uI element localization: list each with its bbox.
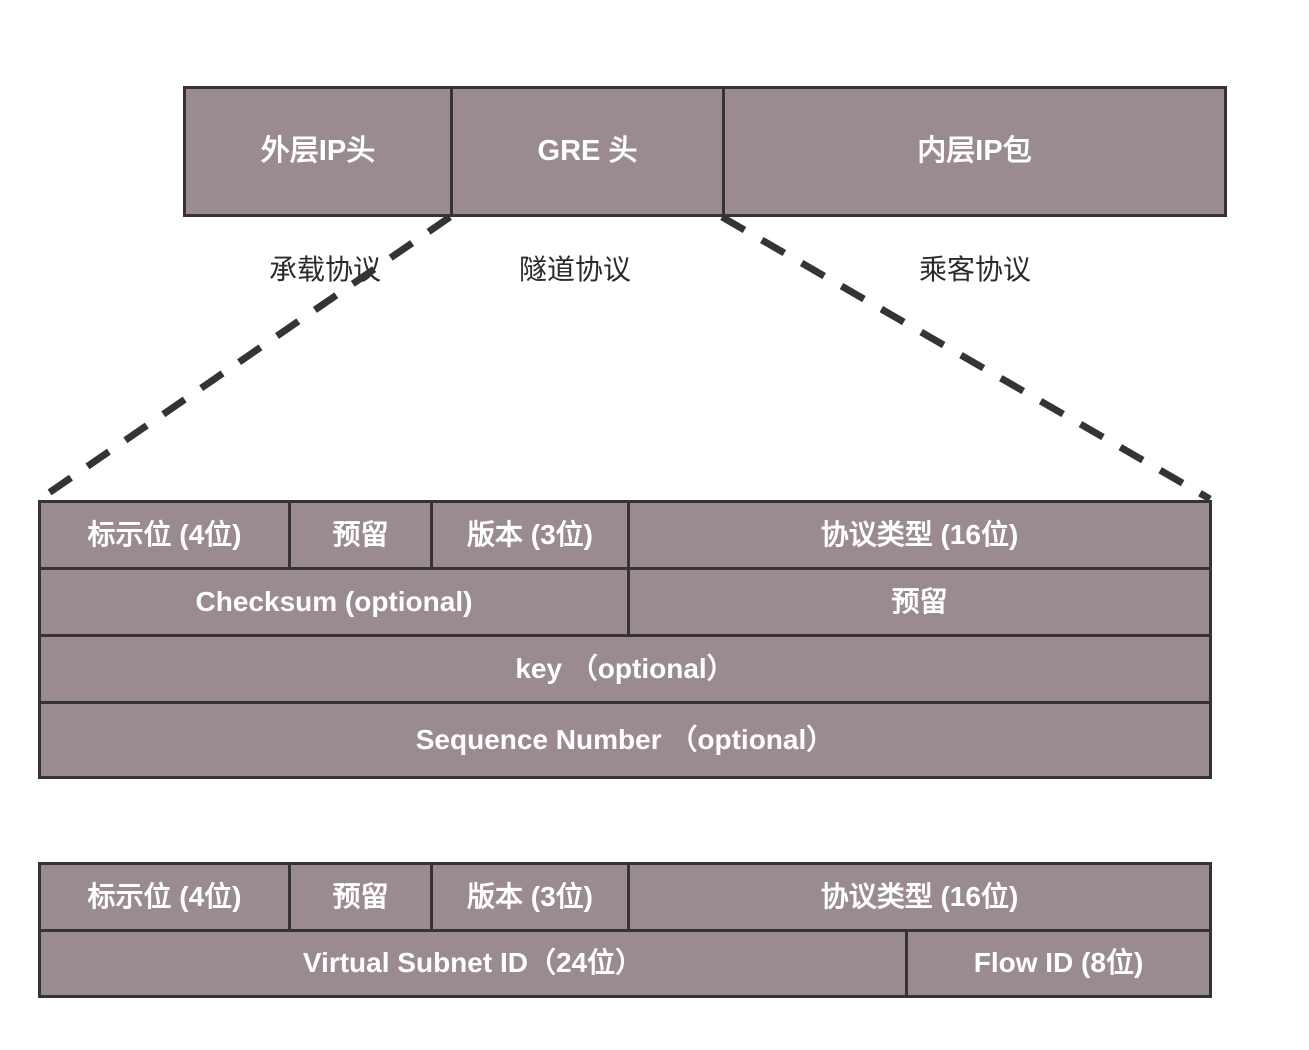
gre-field-checksum: Checksum (optional) xyxy=(38,567,630,637)
nvgre-field-version: 版本 (3位) xyxy=(430,862,630,932)
packet-field-inner-ip-packet: 内层IP包 xyxy=(722,86,1227,217)
encapsulation-bar: 外层IP头 GRE 头 内层IP包 xyxy=(183,86,1227,217)
packet-field-gre-header: GRE 头 xyxy=(450,86,725,217)
gre-field-reserved-1: 预留 xyxy=(627,567,1212,637)
gre-field-protocol-type: 协议类型 (16位) xyxy=(627,500,1212,570)
gre-field-key: key （optional） xyxy=(38,634,1212,704)
caption-tunnel-protocol: 隧道协议 xyxy=(518,254,631,285)
gre-field-sequence-number: Sequence Number （optional） xyxy=(38,701,1212,779)
gre-field-version: 版本 (3位) xyxy=(430,500,630,570)
nvgre-field-flow-id: Flow ID (8位) xyxy=(905,929,1212,998)
nvgre-header-table: 标示位 (4位) 预留 版本 (3位) 协议类型 (16位) Virtual S… xyxy=(38,862,1212,998)
packet-field-outer-ip-header: 外层IP头 xyxy=(183,86,453,217)
gre-field-flags: 标示位 (4位) xyxy=(38,500,291,570)
nvgre-field-reserved: 预留 xyxy=(288,862,433,932)
nvgre-field-protocol-type: 协议类型 (16位) xyxy=(627,862,1212,932)
gre-header-table: 标示位 (4位) 预留 版本 (3位) 协议类型 (16位) Checksum … xyxy=(38,500,1212,779)
nvgre-field-flags: 标示位 (4位) xyxy=(38,862,291,932)
nvgre-field-virtual-subnet-id: Virtual Subnet ID（24位） xyxy=(38,929,908,998)
caption-passenger-protocol: 乘客协议 xyxy=(918,254,1031,285)
caption-bearer-protocol: 承载协议 xyxy=(268,254,381,285)
gre-field-reserved-0: 预留 xyxy=(288,500,433,570)
